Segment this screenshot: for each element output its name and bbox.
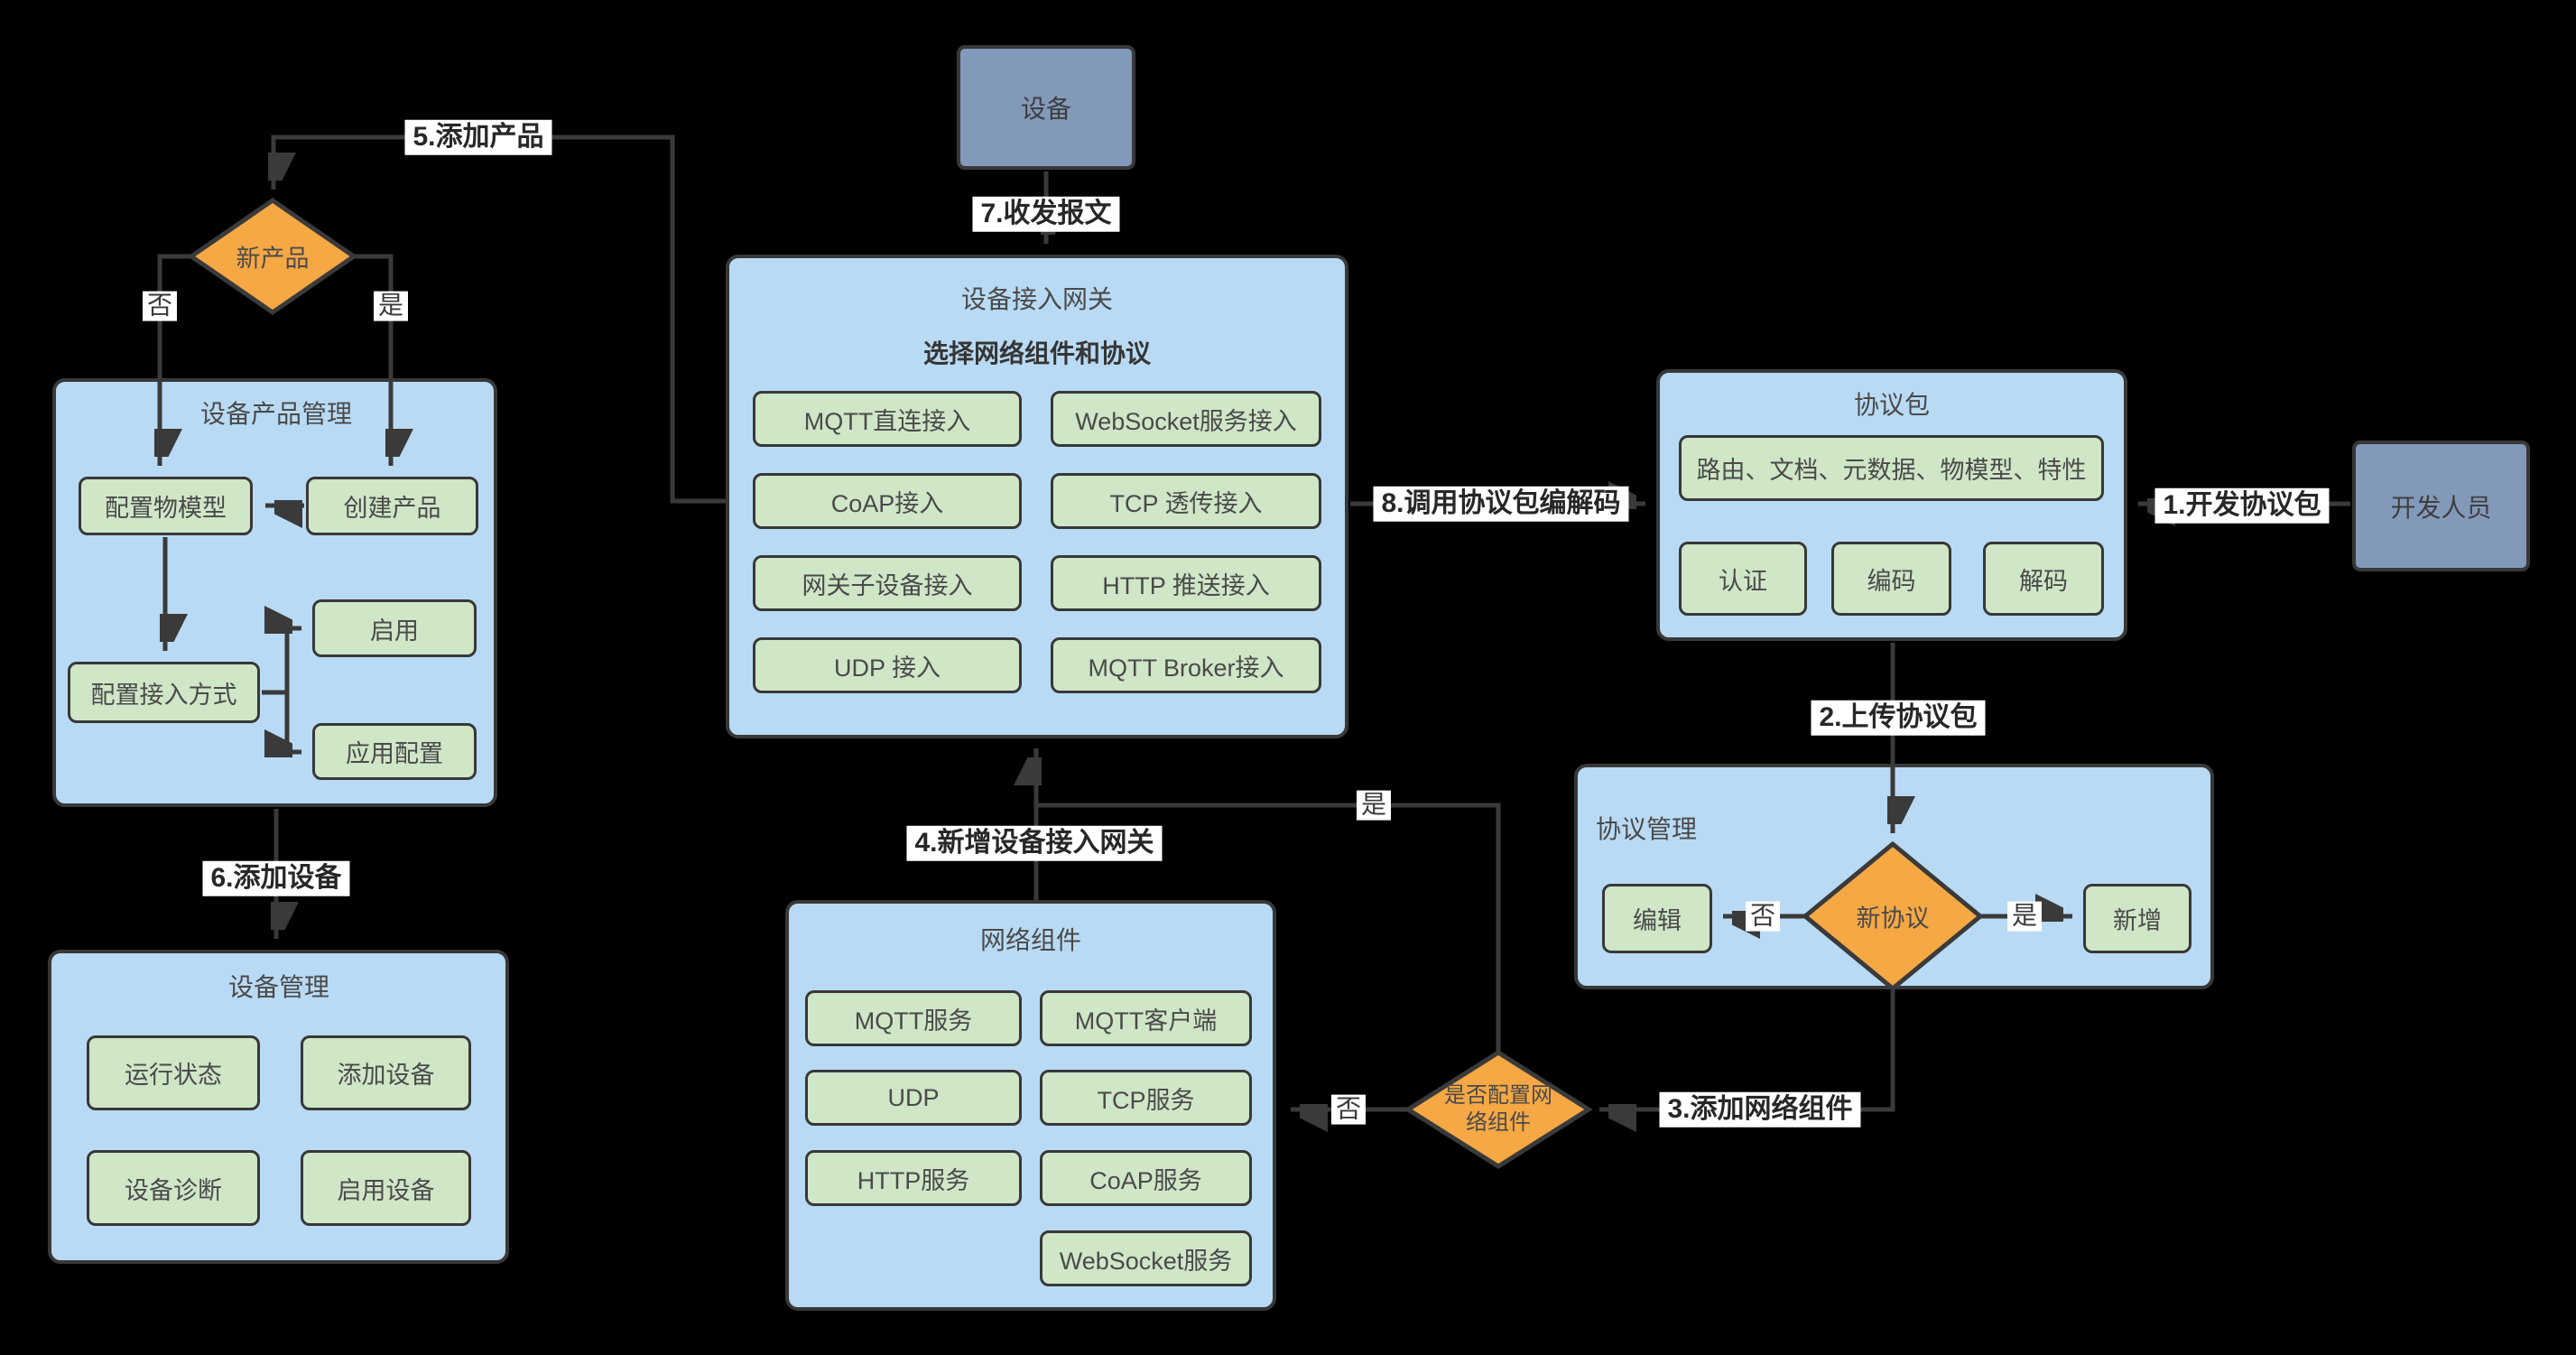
websocket-service-node: WebSocket服务: [1040, 1230, 1252, 1286]
gateway-btn-mqtt-broker: MQTT Broker接入: [1051, 637, 1321, 693]
gateway-btn-mqtt-direct: MQTT直连接入: [753, 391, 1022, 447]
protocol-pkg-title: 协议包: [1853, 391, 1931, 419]
decode-node: 解码: [1983, 542, 2104, 616]
run-status-node: 运行状态: [87, 1035, 260, 1110]
protocol-mgmt-container: [1574, 764, 2214, 989]
edge-label-2: 2.上传协议包: [1811, 700, 1986, 736]
gateway-btn-udp: UDP 接入: [753, 637, 1022, 693]
protocol-mgmt-title: 协议管理: [1595, 815, 1698, 843]
auth-node: 认证: [1679, 542, 1807, 616]
mqtt-service-node: MQTT服务: [805, 990, 1022, 1046]
product-mgmt-title: 设备产品管理: [199, 400, 353, 428]
add-protocol-node: 新增: [2083, 884, 2191, 953]
device-node: 设备: [957, 45, 1135, 170]
developer-node: 开发人员: [2352, 441, 2530, 571]
coap-service-node: CoAP服务: [1040, 1150, 1252, 1206]
confignet-yes-label: 是: [1356, 790, 1392, 821]
edge-label-3: 3.添加网络组件: [1659, 1091, 1861, 1128]
config-model-node: 配置物模型: [79, 477, 253, 535]
app-config-node: 应用配置: [312, 723, 477, 780]
new-product-label: 新产品: [236, 245, 310, 273]
create-product-node: 创建产品: [306, 477, 478, 535]
http-service-node: HTTP服务: [805, 1150, 1022, 1206]
enable-node: 启用: [312, 599, 477, 657]
gateway-btn-tcp: TCP 透传接入: [1051, 473, 1321, 529]
config-network-label: 是否配置网络组件: [1444, 1083, 1552, 1135]
gateway-btn-sub-device: 网关子设备接入: [753, 555, 1022, 611]
udp-node: UDP: [805, 1070, 1022, 1126]
newprotocol-yes-label: 是: [2006, 901, 2043, 932]
edit-protocol-node: 编辑: [1602, 884, 1712, 953]
newproduct-no-label: 否: [142, 291, 178, 321]
device-diagnosis-node: 设备诊断: [87, 1150, 260, 1226]
gateway-subtitle: 选择网络组件和协议: [922, 339, 1152, 367]
developer-label: 开发人员: [2390, 493, 2492, 522]
newproduct-yes-label: 是: [373, 291, 409, 321]
encode-node: 编码: [1831, 542, 1951, 616]
new-protocol-label: 新协议: [1856, 905, 1930, 933]
config-access-node: 配置接入方式: [68, 662, 260, 723]
edge-label-4: 4.新增设备接入网关: [906, 825, 1163, 861]
device-mgmt-title: 设备管理: [227, 973, 330, 1001]
edge-label-1: 1.开发协议包: [2154, 487, 2330, 524]
newprotocol-no-label: 否: [1745, 901, 1781, 932]
gateway-btn-websocket: WebSocket服务接入: [1051, 391, 1321, 447]
edge-label-6: 6.添加设备: [202, 860, 350, 896]
network-comp-title: 网络组件: [979, 926, 1082, 954]
route-doc-meta-node: 路由、文档、元数据、物模型、特性: [1679, 435, 2104, 501]
gateway-btn-http: HTTP 推送接入: [1051, 555, 1321, 611]
confignet-no-label: 否: [1330, 1094, 1367, 1125]
edge-label-5: 5.添加产品: [404, 119, 552, 155]
enable-device-node: 启用设备: [301, 1150, 471, 1226]
device-label: 设备: [1020, 95, 1071, 123]
edge-label-8: 8.调用协议包编解码: [1373, 486, 1629, 522]
add-device-node: 添加设备: [301, 1035, 471, 1110]
mqtt-client-node: MQTT客户端: [1040, 990, 1252, 1046]
gateway-btn-coap: CoAP接入: [753, 473, 1022, 529]
gateway-title: 设备接入网关: [960, 285, 1114, 313]
tcp-service-node: TCP服务: [1040, 1070, 1252, 1126]
edge-label-7: 7.收发报文: [972, 196, 1120, 232]
